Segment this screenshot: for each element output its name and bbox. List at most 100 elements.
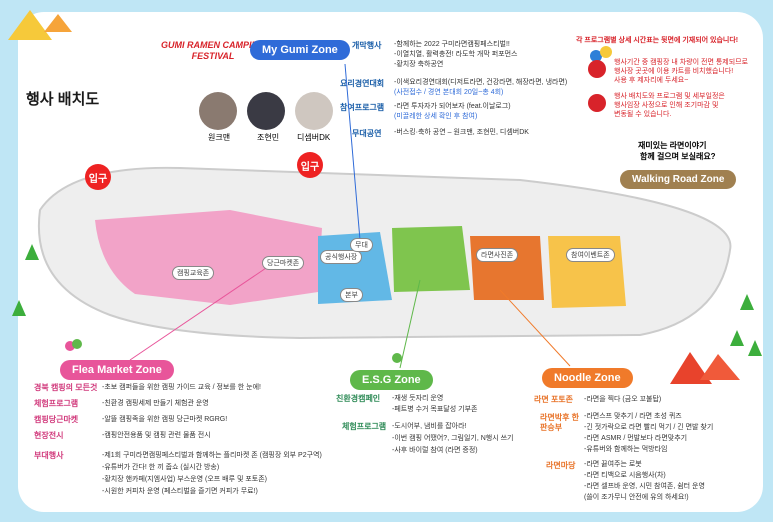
- entrance-marker: 입구: [85, 164, 111, 190]
- notice-cart: 행사기간 중 캠핑장 내 차량이 전면 통제되므로: [614, 59, 749, 66]
- cart-icon: [588, 60, 606, 78]
- tent-top-left: [8, 10, 52, 40]
- map-label: 참여이벤트존: [566, 248, 615, 262]
- flea-market-zone-title: Flea Market Zone: [60, 360, 174, 380]
- map-label: 당근마켓존: [262, 256, 305, 270]
- my-gumi-zone-title: My Gumi Zone: [250, 40, 350, 60]
- noodle-line: -라면 끓여주는 로봇: [584, 461, 642, 468]
- balloon-icon: [72, 339, 82, 349]
- connector-line: [129, 261, 276, 361]
- flea-text: -유튜버가 간다! 한 끼 줍쇼 (실시간 방송): [102, 464, 220, 471]
- map-label: 본부: [340, 288, 363, 302]
- flea-text: -시원한 커피차 운영 (페스티벌을 즐기면 커피가 무료!): [102, 488, 258, 495]
- balloon-icon: [590, 50, 602, 62]
- program-line: -이색요리경연대회(디저트라면, 건강라면, 해장라면, 냉라면): [394, 79, 568, 86]
- flea-label: 체험프로그램: [34, 399, 79, 408]
- esg-zone-title: E.S.G Zone: [350, 370, 433, 390]
- performer-photos: [199, 92, 339, 140]
- walking-road-zone-title: Walking Road Zone: [620, 170, 737, 189]
- noodle-line: -라면을 찍다 (금오 꼬불탑): [584, 396, 662, 403]
- program-line: -함께하는 2022 구미라면캠핑페스티벌!!: [394, 41, 510, 48]
- noodle-zone-title: Noodle Zone: [542, 368, 633, 388]
- esg-line: -페트병 수거 목표달성 기부존: [392, 406, 478, 413]
- esg-green-area: [392, 226, 470, 292]
- noodle-red-area: [470, 236, 544, 300]
- flea-text: -알뜰 캠핑족을 위한 캠핑 당근마켓 RGRG!: [102, 416, 228, 423]
- noodle-area: [548, 236, 626, 308]
- performer-name: 디셈버DK: [297, 133, 331, 142]
- program-label: 개막행사: [352, 41, 382, 50]
- map-label: 캠핑교육존: [172, 266, 215, 280]
- noodle-line: (쓸이 조가무니 안전에 유의 하세요!): [584, 494, 689, 501]
- flea-text: -친환경 캠핑세제 만들기 체험관 운영: [102, 400, 209, 407]
- flea-label: 경북 캠핑의 모든것: [34, 383, 98, 392]
- map-label: 무대: [350, 238, 373, 252]
- tent-bottom-right-2: [700, 354, 740, 380]
- esg-label: 체험프로그램: [342, 422, 387, 431]
- tree-icon: [740, 294, 754, 310]
- program-line: (미끌레한 상세 확인 후 참여): [394, 113, 478, 120]
- tree-icon: [25, 244, 39, 260]
- balloon-icon: [600, 46, 612, 58]
- notice-change: 행사 배치도와 프로그램 및 세부일정은: [614, 93, 725, 100]
- flea-text: -초보 캠퍼들을 위한 캠핑 가이드 교육 / 정보를 한 눈에!: [102, 384, 261, 391]
- esg-line: -도시어부, 냄비를 잡아라!: [392, 423, 467, 430]
- tent-bottom-right: [670, 352, 712, 384]
- noodle-line: -라면스프 맞추기 / 라면 초성 퀴즈: [584, 413, 682, 420]
- notice-cart: 행사장 곳곳에 이용 카트를 비치했습니다!: [614, 68, 734, 75]
- flea-label: 캠핑당근마켓: [34, 415, 79, 424]
- noodle-label: 라면 포토존: [534, 395, 574, 404]
- program-label: 무대공연: [352, 129, 382, 138]
- performer-photo: [295, 92, 333, 130]
- page-title: 행사 배치도: [26, 91, 100, 108]
- program-line: -라면 투자자가 되어보자 (feat.이날로그): [394, 103, 511, 110]
- performer-name: 조현민: [257, 133, 280, 142]
- performer-name: 원크맨: [208, 133, 231, 142]
- program-line: -이열치열, 활력충전! 라도학 개막 퍼포먼스: [394, 51, 518, 58]
- program-line: -버스킹·축하 공연 – 원크맨, 조현민, 디셈버DK: [394, 129, 529, 136]
- flea-label: 현장전시: [34, 431, 64, 440]
- map-label: 라면사진존: [476, 248, 519, 262]
- flea-area: [95, 210, 322, 305]
- walking-question: 재미있는 라면이야기: [638, 141, 707, 150]
- esg-line: -재생 듯자리 운영: [392, 395, 444, 402]
- tree-icon: [748, 340, 762, 356]
- warning-icon: [588, 94, 606, 112]
- connector-line: [399, 279, 421, 369]
- noodle-label: 라면박후 한판승부: [540, 413, 580, 432]
- performer-photo: [199, 92, 237, 130]
- tent-top-left-2: [44, 14, 72, 32]
- esg-label: 친환경캠페인: [336, 394, 381, 403]
- connector-line: [344, 63, 361, 241]
- festival-logo: GUMI RAMEN CAMPING FESTIVAL: [161, 40, 265, 61]
- flea-label: 부대행사: [34, 451, 64, 460]
- notice-change: 변동될 수 있습니다.: [614, 111, 672, 118]
- map-label: 공식행사장: [320, 250, 363, 264]
- flea-text: -황치장 핸카페(지엠사업) 부스운영 (오프 배루 및 포토존): [102, 476, 268, 483]
- connector-line: [499, 289, 571, 367]
- noodle-line: -라면 ASMR / 먼발보다 라면맞추기: [584, 435, 688, 442]
- notice-change: 행사임장 사정으로 인해 조기마감 및: [614, 102, 719, 109]
- esg-line: -이번 캠핑 어땠어?, 그림일기, N행시 쓰기: [392, 435, 514, 442]
- entrance-marker: 입구: [297, 152, 323, 178]
- noodle-label: 라면마당: [546, 461, 576, 470]
- balloon-icon: [392, 353, 402, 363]
- walking-question: 함께 걸으며 보실래요?: [640, 152, 716, 161]
- noodle-line: -긴 젓가락으로 라면 빨리 먹기 / 긴 면발 찾기: [584, 424, 714, 431]
- notice-top: 각 프로그램별 상세 시간표는 뒷면에 기재되어 있습니다!: [576, 37, 739, 44]
- program-label: 요리경연대회: [340, 79, 385, 88]
- noodle-line: -유튜버와 함께하는 먹방타임: [584, 446, 668, 453]
- esg-line: -사후 바이럴 참여 (라면 증정): [392, 447, 478, 454]
- flea-text: -제1회 구미라면캠핑페스티벌과 함께하는 플리마켓 존 (캠핑장 외부 P2구…: [102, 452, 322, 459]
- program-line: -황치장 축하공연: [394, 61, 444, 68]
- notice-cart: 사용 후 제자리에 두세요~: [614, 77, 689, 84]
- program-label: 참여프로그램: [340, 103, 385, 112]
- performer-photo: [247, 92, 285, 130]
- noodle-line: -라면 티백으로 시음행사(차): [584, 472, 666, 479]
- noodle-line: -라면 셀프바 운영, 시민 참여존, 쉼터 운영: [584, 483, 705, 490]
- tree-icon: [730, 330, 744, 346]
- program-line: (사전접수 / 경연 본대회 20일~총 4회): [394, 89, 504, 96]
- flea-text: -캠핑안전용품 및 캠핑 관련 물품 전시: [102, 432, 211, 439]
